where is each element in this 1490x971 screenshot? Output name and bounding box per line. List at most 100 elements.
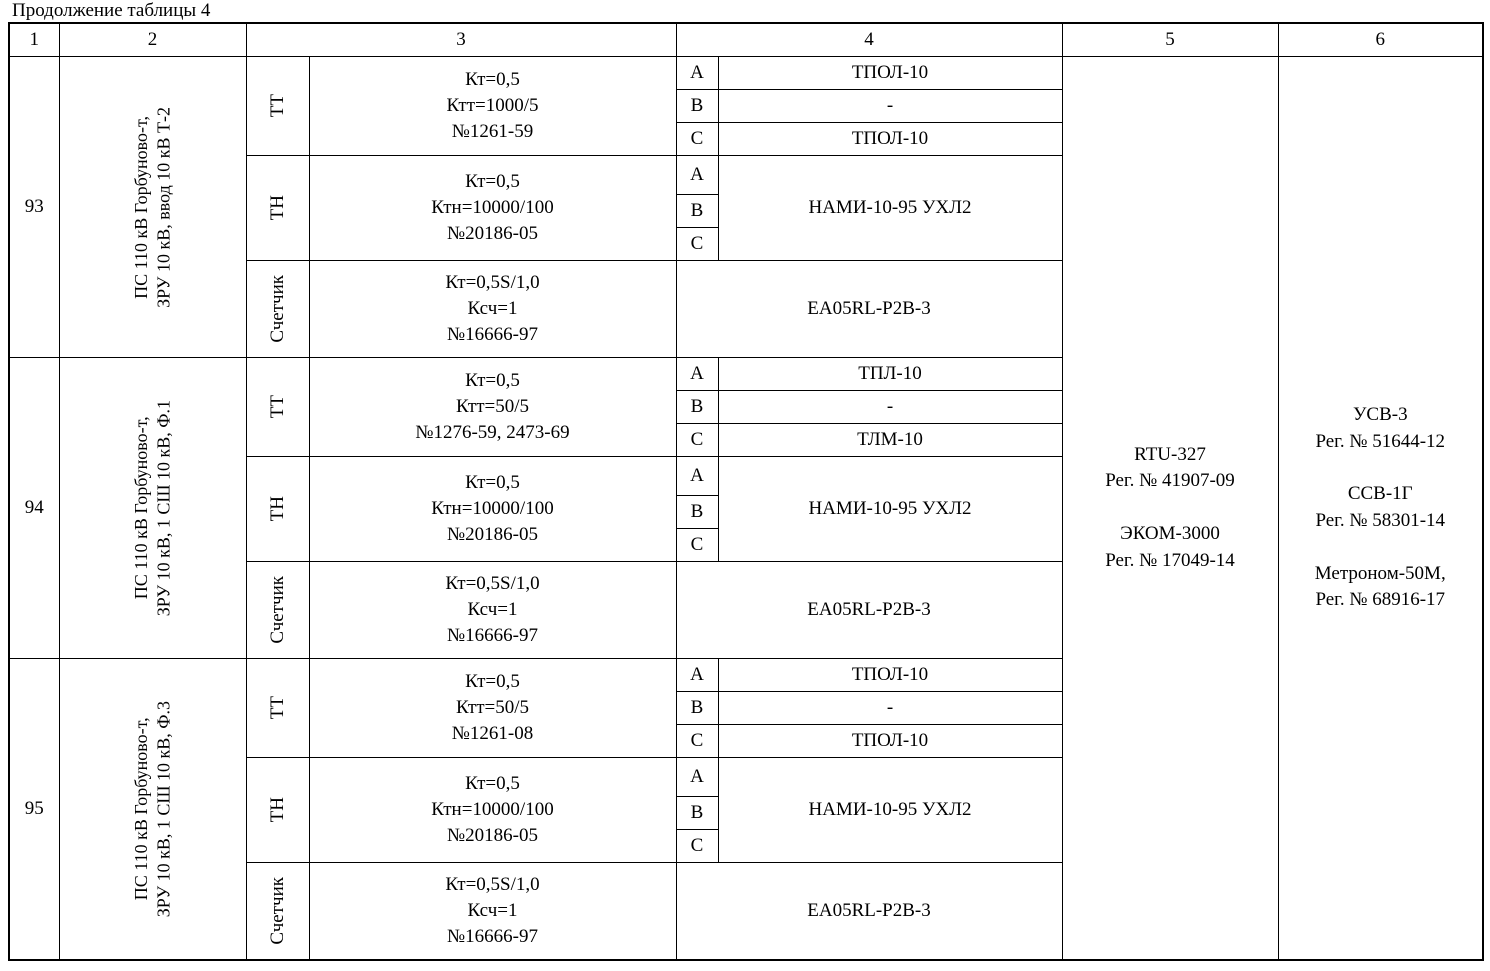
table-row: B	[9, 796, 1483, 830]
tt-equipment-phase-a: ТПОЛ-10	[717, 56, 1063, 90]
device-type-label: ТТ	[266, 395, 288, 419]
column5-devices: RTU-327 Рег. № 41907-09 ЭКОМ-3000 Рег. №…	[1061, 56, 1279, 961]
table-row: C ТЛМ-10	[9, 423, 1483, 457]
tt-parameters: Кт=0,5 Ктт=50/5 №1261-08	[308, 658, 677, 758]
col6-device-name: ССВ-1Г	[1347, 483, 1413, 505]
object-line-2: ЗРУ 10 кВ, 1 СШ 10 кВ, Ф.3	[153, 700, 174, 918]
tt-equipment-phase-a: ТПОЛ-10	[717, 658, 1063, 692]
tn-equipment: НАМИ-10-95 УХЛ2	[717, 757, 1063, 863]
table-row: Счетчик Кт=0,5S/1,0 Ксч=1 №16666-97 EA05…	[9, 561, 1483, 659]
col6-device-reg: Рег. № 68916-17	[1315, 589, 1446, 611]
counter-param-ksch: Ксч=1	[467, 598, 518, 620]
col5-device-name: ЭКОМ-3000	[1120, 523, 1220, 544]
tt-param-ktt: Ктт=1000/5	[446, 94, 539, 116]
table-row: Счетчик Кт=0,5S/1,0 Ксч=1 №16666-97 EA05…	[9, 862, 1483, 961]
object-line-1: ПС 110 кВ Горбуново-т,	[131, 717, 151, 901]
col-num-4: 4	[675, 22, 1063, 57]
tt-equipment-phase-b: -	[717, 691, 1063, 725]
counter-equipment: EA05RL-P2B-3	[675, 862, 1063, 961]
col6-device-reg: Рег. № 51644-12	[1315, 430, 1446, 452]
tn-param-kt: Кт=0,5	[465, 471, 520, 493]
row-index: 93	[8, 56, 60, 358]
table-row: B -	[9, 691, 1483, 725]
tt-equipment-phase-c: ТПОЛ-10	[717, 724, 1063, 758]
table-row: B -	[9, 390, 1483, 424]
object-description: ПС 110 кВ Горбуново-т, ЗРУ 10 кВ, 1 СШ 1…	[58, 357, 247, 659]
device-type-label: ТТ	[266, 94, 288, 118]
phase-label-a: A	[675, 757, 719, 797]
row-index: 95	[8, 658, 60, 961]
device-type-label: ТН	[266, 797, 288, 823]
counter-param-serial: №16666-97	[447, 625, 538, 647]
counter-param-kt: Кт=0,5S/1,0	[445, 572, 540, 594]
tt-equipment-phase-a: ТПЛ-10	[717, 357, 1063, 391]
col-num-5: 5	[1061, 22, 1279, 57]
phase-label-b: B	[675, 390, 719, 424]
counter-param-kt: Кт=0,5S/1,0	[445, 873, 540, 895]
col6-device-reg: Рег. № 58301-14	[1315, 510, 1446, 531]
col5-device-reg: Рег. № 17049-14	[1105, 549, 1235, 571]
object-line-1: ПС 110 кВ Горбуново-т,	[131, 115, 151, 299]
table-row: ТН Кт=0,5 Ктн=10000/100 №20186-05 A НАМИ…	[9, 456, 1483, 562]
tt-parameters: Кт=0,5 Ктт=50/5 №1276-59, 2473-69	[308, 357, 677, 457]
table-row: C	[9, 528, 1483, 562]
col6-device-name: УСВ-3	[1352, 404, 1408, 426]
device-type-label: Счетчик	[266, 576, 288, 644]
tt-param-serial: №1261-59	[451, 121, 534, 143]
device-type-tn: ТН	[245, 757, 310, 863]
tn-equipment: НАМИ-10-95 УХЛ2	[717, 456, 1063, 562]
phase-label-a: A	[675, 357, 719, 391]
tt-param-ktt: Ктт=50/5	[455, 696, 530, 718]
equipment-table: 1 2 3 4 5 6 93 ПС 110 кВ Горбуново-т, ЗР…	[8, 22, 1484, 961]
phase-label-b: B	[675, 796, 719, 830]
tt-equipment-phase-c: ТПОЛ-10	[717, 122, 1063, 156]
object-line-2: ЗРУ 10 кВ, 1 СШ 10 кВ, Ф.1	[153, 399, 174, 617]
table-row: C	[9, 227, 1483, 261]
tn-param-ktn: Ктн=10000/100	[431, 196, 554, 218]
col6-device-name: Метроном-50М,	[1314, 562, 1446, 584]
device-type-tt: ТТ	[245, 658, 310, 758]
device-type-label: Счетчик	[266, 877, 288, 945]
counter-param-serial: №16666-97	[447, 926, 538, 948]
counter-param-ksch: Ксч=1	[467, 297, 518, 319]
counter-parameters: Кт=0,5S/1,0 Ксч=1 №16666-97	[308, 862, 677, 961]
tt-param-ktt: Ктт=50/5	[455, 395, 530, 417]
phase-label-b: B	[675, 691, 719, 725]
phase-label-c: C	[675, 227, 719, 261]
tn-param-ktn: Ктн=10000/100	[431, 798, 554, 820]
tn-parameters: Кт=0,5 Ктн=10000/100 №20186-05	[308, 155, 677, 261]
table-row: B	[9, 194, 1483, 228]
device-type-tn: ТН	[245, 155, 310, 261]
tt-param-serial: №1276-59, 2473-69	[415, 422, 570, 444]
tt-equipment-phase-c: ТЛМ-10	[717, 423, 1063, 457]
counter-equipment: EA05RL-P2B-3	[675, 260, 1063, 358]
phase-label-c: C	[675, 423, 719, 457]
col-num-3: 3	[245, 22, 677, 57]
device-type-counter: Счетчик	[245, 260, 310, 358]
tn-param-serial: №20186-05	[447, 524, 538, 546]
device-type-tt: ТТ	[245, 56, 310, 156]
phase-label-a: A	[675, 658, 719, 692]
column6-devices: УСВ-3 Рег. № 51644-12 ССВ-1Г Рег. № 5830…	[1277, 56, 1484, 961]
table-row: Счетчик Кт=0,5S/1,0 Ксч=1 №16666-97 EA05…	[9, 260, 1483, 358]
device-type-tn: ТН	[245, 456, 310, 562]
table-row: C	[9, 829, 1483, 863]
tn-param-kt: Кт=0,5	[465, 772, 520, 794]
tn-parameters: Кт=0,5 Ктн=10000/100 №20186-05	[308, 456, 677, 562]
device-type-tt: ТТ	[245, 357, 310, 457]
device-type-label: ТН	[266, 195, 288, 221]
phase-label-b: B	[675, 495, 719, 529]
object-description: ПС 110 кВ Горбуново-т, ЗРУ 10 кВ, 1 СШ 1…	[58, 658, 247, 961]
phase-label-b: B	[675, 89, 719, 123]
counter-param-kt: Кт=0,5S/1,0	[445, 271, 540, 293]
phase-label-a: A	[675, 56, 719, 90]
counter-param-serial: №16666-97	[447, 324, 538, 346]
counter-param-ksch: Ксч=1	[467, 899, 518, 921]
tt-param-serial: №1261-08	[451, 723, 534, 745]
col5-device-reg: Рег. № 41907-09	[1105, 470, 1235, 492]
tn-param-ktn: Ктн=10000/100	[431, 497, 554, 519]
table-row: B -	[9, 89, 1483, 123]
row-index: 94	[8, 357, 60, 659]
phase-label-a: A	[675, 456, 719, 496]
